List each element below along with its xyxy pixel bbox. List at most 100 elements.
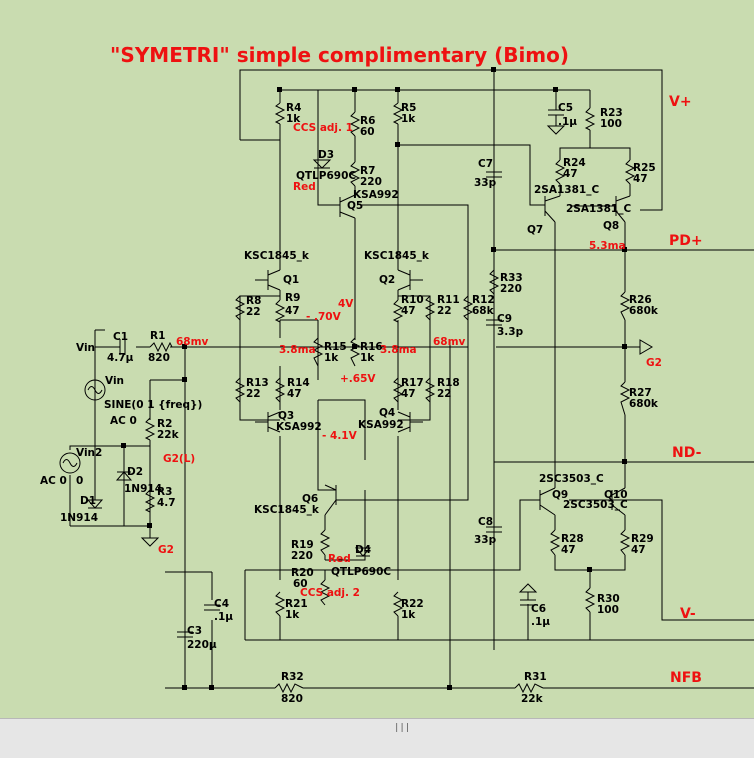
r14-ref: R14 — [287, 377, 310, 389]
net-labels: V+ PD+ ND- V- NFB G2 G2 G2(L) Vin Vin Vi… — [76, 94, 703, 686]
r11-value: 22 — [437, 305, 452, 317]
r24-ref: R24 — [563, 157, 586, 169]
r26-ref: R26 — [629, 294, 652, 306]
r2-value: 22k — [157, 429, 180, 441]
r18-ref: R18 — [437, 377, 460, 389]
r19-value: 220 — [291, 550, 313, 562]
c1-ref: C1 — [113, 331, 128, 343]
c3-value: 220µ — [187, 639, 217, 651]
r4-value: 1k — [286, 113, 301, 125]
r23-ref: R23 — [600, 107, 623, 119]
q5-ref: Q5 — [347, 200, 363, 212]
q1-ref: Q1 — [283, 274, 299, 286]
splitter-grip-icon[interactable]: ||| — [394, 723, 411, 733]
status-bar: ||| — [0, 718, 754, 758]
d4-ref: D4 — [355, 544, 371, 556]
q9-part: 2SC3503_C — [539, 473, 604, 485]
q10-ref: Q10 — [604, 489, 628, 501]
r9-ref: R9 — [285, 292, 300, 304]
d2-ref: D2 — [127, 466, 143, 478]
transistor-symbols — [255, 194, 640, 516]
r9-value: 47 — [285, 305, 300, 317]
current-53ma-note: 5.3ma — [589, 240, 626, 252]
r7-value: 220 — [360, 176, 382, 188]
vin2-source-dc: 0 — [76, 475, 83, 487]
c1-value: 4.7µ — [107, 352, 134, 364]
q9-ref: Q9 — [552, 489, 568, 501]
r33-value: 220 — [500, 283, 522, 295]
r24-value: 47 — [563, 168, 578, 180]
r6-ref: R6 — [360, 115, 375, 127]
q10-part: 2SC3503_C — [563, 499, 628, 511]
c4-ref: C4 — [214, 598, 229, 610]
net-label-nfb: NFB — [670, 670, 702, 686]
r17-ref: R17 — [401, 377, 424, 389]
r14-value: 47 — [287, 388, 302, 400]
d4-part: QTLP690C — [331, 566, 391, 578]
q4-ref: Q4 — [379, 407, 395, 419]
source-labels: SINE(0 1 {freq}) AC 0 AC 0 0 — [40, 399, 202, 487]
r4-ref: R4 — [286, 102, 301, 114]
source-symbols — [59, 379, 106, 474]
r31-ref: R31 — [524, 671, 547, 683]
c7-value: 33p — [474, 177, 497, 189]
q7-ref: Q7 — [527, 224, 543, 236]
current-38ma-right-note: 3.8ma — [380, 344, 417, 356]
r19-ref: R19 — [291, 539, 314, 551]
ccs-adj-2-note: CCS adj. 2 — [300, 587, 360, 599]
r21-value: 1k — [285, 609, 300, 621]
r5-ref: R5 — [401, 102, 416, 114]
q3-part: KSA992 — [276, 421, 322, 433]
diode-labels: D3 QTLP690C Red D4 QTLP690C Red D1 1N914… — [60, 149, 391, 578]
d1-ref: D1 — [80, 495, 96, 507]
q7-part: 2SA1381_C — [534, 184, 599, 196]
c6-ref: C6 — [531, 603, 546, 615]
net-label-g2-right: G2 — [646, 357, 662, 369]
c8-value: 33p — [474, 534, 497, 546]
ccs-adj-1-note: CCS adj. 1 — [293, 122, 353, 134]
r8-value: 22 — [246, 306, 261, 318]
c5-value: .1µ — [558, 116, 577, 128]
r22-ref: R22 — [401, 598, 424, 610]
d2-part: 1N914 — [124, 483, 162, 495]
r20-ref: R20 — [291, 567, 314, 579]
q8-ref: Q8 — [603, 220, 619, 232]
diode-symbols — [86, 159, 372, 557]
r21-ref: R21 — [285, 598, 308, 610]
r33-ref: R33 — [500, 272, 523, 284]
c9-value: 3.3p — [497, 326, 524, 338]
capacitor-symbols — [95, 109, 566, 638]
r32-value: 820 — [281, 693, 303, 705]
schematic-drawing: "SYMETRI" simple complimentary (Bimo) — [40, 43, 754, 705]
schematic-title: "SYMETRI" simple complimentary (Bimo) — [110, 43, 569, 67]
r28-value: 47 — [561, 544, 576, 556]
r3-value: 4.7 — [157, 497, 176, 509]
junctions — [121, 67, 627, 690]
voltage-68mv-right-note: 68mv — [433, 336, 466, 348]
q6-ref: Q6 — [302, 493, 318, 505]
vin-source-ac: AC 0 — [110, 415, 137, 427]
schematic-canvas[interactable]: "SYMETRI" simple complimentary (Bimo) — [0, 0, 754, 718]
net-label-vminus: V- — [680, 606, 696, 622]
vin2-source-ac: AC 0 — [40, 475, 67, 487]
r3-ref: R3 — [157, 486, 172, 498]
voltage-minus-070-note: - .70V — [306, 311, 342, 323]
q3-ref: Q3 — [278, 410, 294, 422]
q1-part: KSC1845_k — [244, 250, 310, 262]
c9-ref: C9 — [497, 313, 512, 325]
r29-ref: R29 — [631, 533, 654, 545]
c5-ref: C5 — [558, 102, 573, 114]
r22-value: 1k — [401, 609, 416, 621]
r25-value: 47 — [633, 173, 648, 185]
r27-ref: R27 — [629, 387, 652, 399]
d4-color: Red — [328, 553, 351, 565]
r10-ref: R10 — [401, 294, 424, 306]
r27-value: 680k — [629, 398, 659, 410]
ground-symbols — [140, 339, 653, 547]
r30-ref: R30 — [597, 593, 620, 605]
r32-ref: R32 — [281, 671, 304, 683]
c3-ref: C3 — [187, 625, 202, 637]
voltage-plus-065-note: +.65V — [340, 373, 376, 385]
d1-part: 1N914 — [60, 512, 98, 524]
